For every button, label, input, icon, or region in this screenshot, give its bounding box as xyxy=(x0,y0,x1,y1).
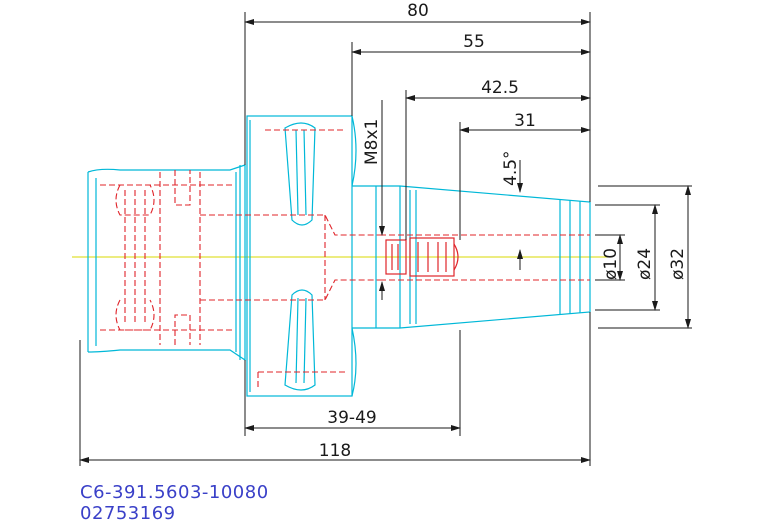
dim-80-label: 80 xyxy=(407,1,429,21)
dim-55-label: 55 xyxy=(463,32,485,52)
thread-m8x1-label: M8x1 xyxy=(362,119,382,165)
flange-outline xyxy=(246,115,353,397)
taper-angle-label: 4.5° xyxy=(501,150,521,186)
coupling-hidden-lines xyxy=(100,170,235,345)
nose-outline xyxy=(351,115,591,397)
dim-31-label: 31 xyxy=(514,111,536,131)
dim-39-49-label: 39-49 xyxy=(327,408,376,428)
collet-detail xyxy=(385,237,459,277)
dimension-lines xyxy=(79,12,692,466)
dim-118-label: 118 xyxy=(319,441,351,461)
item-code: 02753169 xyxy=(80,503,176,523)
diameter-32-label: ø32 xyxy=(668,248,688,280)
diameter-10-label: ø10 xyxy=(601,248,621,280)
diameter-24-label: ø24 xyxy=(635,248,655,280)
part-number: C6-391.5603-10080 xyxy=(80,482,269,503)
bore-hidden-lines xyxy=(200,129,590,390)
dim-42-5-label: 42.5 xyxy=(481,78,519,98)
capto-coupling-outline xyxy=(87,164,246,362)
